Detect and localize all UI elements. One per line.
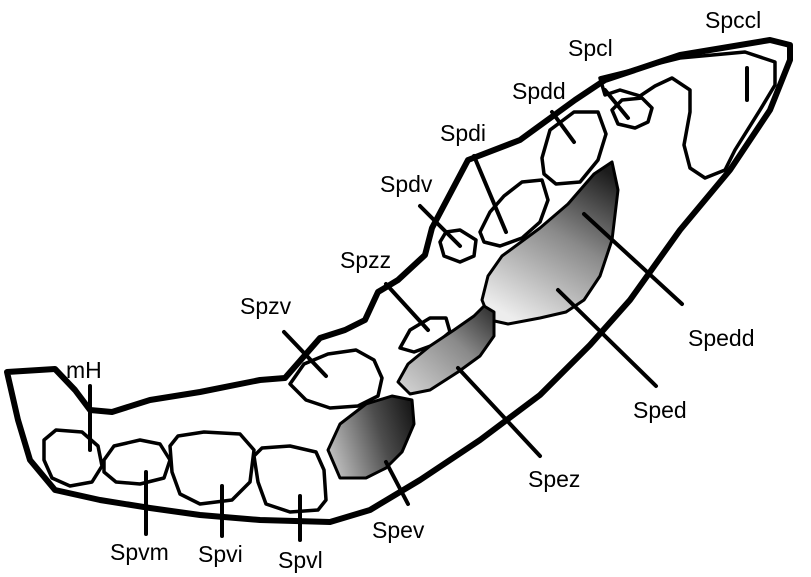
tooth-spvm	[104, 440, 170, 484]
leader-sped	[558, 290, 656, 386]
label-spvm: Spvm	[110, 539, 169, 565]
leader-spzz	[386, 284, 428, 330]
leader-spdi	[474, 156, 506, 232]
label-spdi: Spdi	[440, 120, 486, 146]
label-spzz: Spzz	[340, 247, 391, 273]
leader-spez	[458, 368, 540, 456]
label-sped: Sped	[633, 397, 687, 423]
leader-spcl	[605, 90, 628, 118]
label-spvl: Spvl	[278, 547, 323, 573]
region-spedd	[482, 162, 618, 324]
tooth-spvi	[170, 432, 254, 504]
label-spedd: Spedd	[688, 325, 755, 351]
label-spdv: Spdv	[380, 171, 433, 197]
label-spccl: Spccl	[705, 7, 761, 33]
label-spcl: Spcl	[568, 35, 613, 61]
tooth-spcl	[612, 98, 652, 128]
label-spzv: Spzv	[240, 293, 292, 319]
label-mh: mH	[66, 357, 102, 383]
label-spvi: Spvi	[198, 541, 243, 567]
label-spdd: Spdd	[512, 78, 566, 104]
label-spez: Spez	[528, 466, 580, 492]
label-spev: Spev	[372, 517, 425, 543]
tooth-mh	[44, 430, 102, 486]
tooth-spvl	[254, 446, 326, 512]
